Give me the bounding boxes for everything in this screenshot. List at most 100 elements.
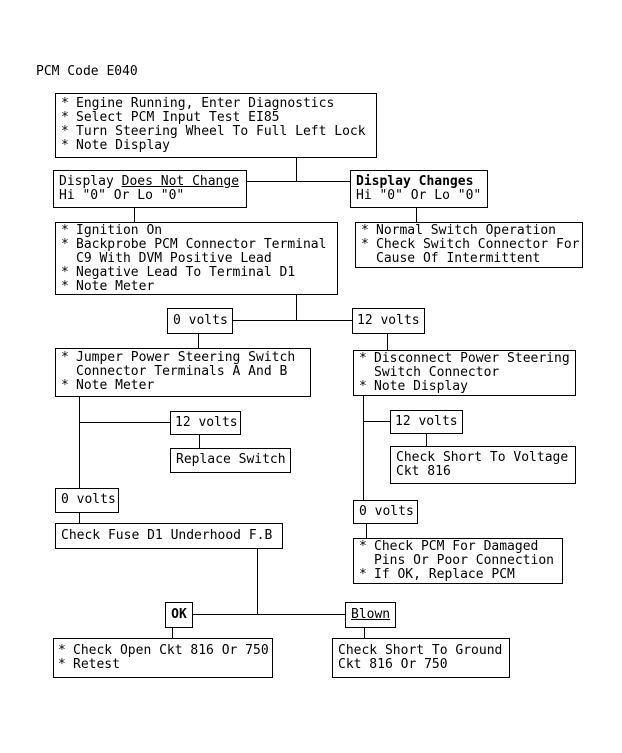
result-subtext: Hi "0" Or Lo "0" [59, 188, 185, 203]
bullet-line: * If OK, Replace PCM [359, 568, 557, 582]
bullet-line: * Engine Running, Enter Diagnostics [61, 97, 371, 111]
node-display-does-not-change: Display Does Not Change Hi "0" Or Lo "0" [53, 170, 247, 208]
bullet-marker: * [61, 96, 69, 111]
bullet-line: * Note Display [61, 139, 371, 153]
step-text: Normal Switch Operation [376, 223, 557, 238]
step-text: Note Meter [76, 279, 155, 294]
volts-label: 0 volts [359, 504, 414, 519]
step-text: Check Open Ckt 816 Or 750 [73, 643, 269, 658]
flow-line [363, 396, 364, 500]
flow-line [296, 158, 297, 182]
flow-line [257, 549, 258, 614]
node-0-volts-mid: 0 volts [167, 308, 233, 334]
volts-label: 0 volts [61, 492, 116, 507]
node-blown: Blown [345, 602, 396, 628]
action-text: Ckt 816 Or 750 [338, 657, 448, 672]
bullet-line: *Note Display [359, 380, 570, 394]
flow-line [193, 614, 345, 615]
step-text: Note Meter [76, 378, 155, 393]
node-check-open: * Check Open Ckt 816 Or 750 * Retest [53, 638, 273, 678]
bullet-marker: * [359, 539, 367, 554]
node-disconnect-switch: *Disconnect Power Steering Switch Connec… [353, 350, 576, 396]
node-start: * Engine Running, Enter Diagnostics *Sele… [55, 93, 377, 158]
step-text: Engine Running, Enter Diagnostics [76, 96, 335, 111]
volts-label: 0 volts [173, 313, 228, 328]
flow-line [79, 513, 80, 523]
step-text: Jumper Power Steering Switch [76, 350, 296, 365]
action-text: Ckt 816 [396, 464, 451, 479]
node-replace-switch: Replace Switch [170, 448, 291, 473]
bullet-marker: * [61, 237, 69, 252]
node-12-volts-right: 12 volts [390, 410, 463, 434]
node-short-to-ground: Check Short To Ground Ckt 816 Or 750 [332, 638, 510, 678]
node-ok: OK [165, 602, 193, 628]
bullet-marker: * [61, 124, 69, 139]
volts-label: 12 volts [175, 415, 238, 430]
bullet-line: *Turn Steering Wheel To Full Left Lock [61, 125, 371, 139]
flow-line [79, 397, 80, 488]
flow-line [426, 434, 427, 446]
action-text: Check Fuse D1 Underhood F.B [61, 528, 273, 543]
flow-line [364, 628, 365, 638]
bullet-marker: * [58, 657, 66, 672]
bullet-marker: * [359, 379, 367, 394]
flow-line [198, 334, 199, 348]
node-normal-switch: * Normal Switch Operation * Check Switch C… [355, 222, 583, 268]
bullet-line: * Note Meter [61, 379, 305, 393]
node-12-volts-left: 12 volts [170, 411, 241, 435]
flow-line [366, 524, 367, 538]
bullet-marker: * [61, 110, 69, 125]
node-check-pcm: *Check PCM For Damaged Pins Or Poor Conn… [353, 538, 563, 584]
bullet-line: * Backprobe PCM Connector Terminal [61, 238, 332, 252]
bullet-line: * Ignition On [61, 224, 332, 238]
page-title: PCM Code E040 [36, 64, 138, 79]
step-text-cont: Cause Of Intermittent [376, 251, 541, 266]
bullet-line: * Check PCM For Damaged [359, 540, 557, 554]
result-text: Display Changes [356, 174, 474, 189]
bullet-marker: * [361, 237, 369, 252]
volts-label: 12 volts [357, 313, 420, 328]
flow-line [387, 334, 388, 350]
flow-line [246, 181, 350, 182]
step-text: Disconnect Power Steering [374, 351, 570, 366]
bullet-line: * Note Meter [61, 280, 332, 294]
bullet-marker: * [61, 223, 69, 238]
step-text: Note Display [76, 138, 170, 153]
step-text: Check PCM For Damaged [374, 539, 539, 554]
step-text: If OK, Replace PCM [374, 567, 515, 582]
flow-line [134, 208, 135, 222]
result-text-emphasis: Does Not Change [121, 174, 240, 189]
action-text: Replace Switch [176, 452, 286, 467]
bullet-marker: * [58, 643, 66, 658]
action-text: Check Short To Voltage [396, 450, 569, 465]
result-subtext: Hi "0" Or Lo "0" [356, 188, 482, 203]
result-label: OK [171, 607, 187, 622]
bullet-line: *Select PCM Input Test EI85 [61, 111, 371, 125]
step-text: Ignition On [76, 223, 163, 238]
node-0-volts-left: 0 volts [55, 488, 119, 513]
result-label: Blown [351, 607, 391, 622]
flow-line [172, 628, 173, 638]
bullet-marker: * [61, 138, 69, 153]
step-text-cont: C9 With DVM Positive Lead [76, 251, 272, 266]
step-text: Check Switch Connector For [376, 237, 580, 252]
flow-line [296, 295, 297, 321]
bullet-marker: * [61, 378, 69, 393]
bullet-marker: * [61, 279, 69, 294]
bullet-marker: * [361, 223, 369, 238]
flow-line [199, 435, 200, 448]
result-text: Display Does Not Change [59, 175, 241, 189]
bullet-line: * Disconnect Power Steering [359, 352, 570, 366]
bullet-marker: * [61, 350, 69, 365]
step-text: Backprobe PCM Connector Terminal [76, 237, 327, 252]
step-text: Retest [73, 657, 120, 672]
bullet-line: * Normal Switch Operation [361, 224, 577, 238]
flow-line [416, 208, 417, 222]
bullet-line: * Retest [58, 658, 268, 672]
bullet-marker: * [359, 567, 367, 582]
bullet-line: * Check Open Ckt 816 Or 750 [58, 643, 269, 658]
flow-line [363, 421, 390, 422]
node-0-volts-right: 0 volts [353, 500, 418, 524]
bullet-marker: * [359, 351, 367, 366]
